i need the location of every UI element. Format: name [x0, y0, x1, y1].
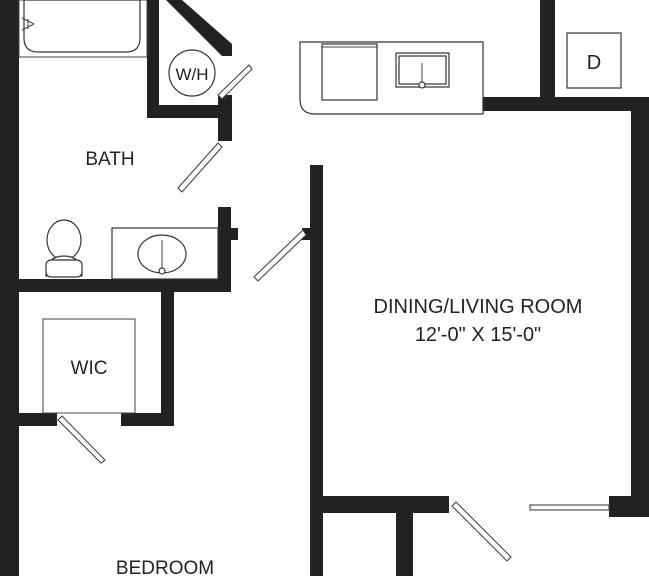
dryer-label: D [587, 52, 601, 74]
wh-closet-door [217, 64, 253, 100]
bath-right-stub [218, 228, 238, 240]
lower-horizontal-wall [323, 496, 449, 513]
bath-door-upper-jamb [218, 95, 232, 141]
bath-vanity [111, 227, 219, 280]
room-label-dining-living: DINING/LIVING ROOM [374, 296, 583, 318]
bathtub [18, 0, 148, 58]
wh-closet-diagonal-wall [166, 0, 232, 56]
dryer: D [566, 32, 622, 89]
center-partition-wall [310, 165, 323, 576]
water-heater: W/H [168, 49, 216, 97]
center-partition-stub [302, 228, 323, 240]
wic-bottom-wall-left [19, 413, 57, 426]
room-label-bath: BATH [85, 149, 134, 170]
wic-right-wall [161, 292, 174, 426]
wh-closet-left-wall [147, 0, 159, 118]
room-size-dining-living: 12'-0" X 15'-0" [415, 324, 541, 346]
kitchen-counter [299, 41, 484, 115]
wic-bottom-wall-right [121, 413, 174, 426]
laundry-left-wall [540, 0, 555, 100]
wh-closet-bottom-wall [147, 105, 221, 118]
lower-vertical-wall [396, 513, 413, 576]
left-outer-wall [0, 0, 19, 576]
room-label-wic: WIC [71, 358, 108, 379]
laundry-bottom-wall [483, 97, 649, 111]
room-label-bedroom: BEDROOM [116, 558, 214, 576]
bath-door [177, 142, 223, 193]
entry-door [529, 504, 610, 511]
wic-shelf-outline [42, 318, 136, 414]
wic-door [57, 415, 106, 464]
right-outer-wall-foot [609, 496, 649, 517]
doors [57, 64, 610, 562]
center-door [253, 229, 307, 282]
bath-bottom-wall [19, 279, 231, 292]
right-outer-wall [631, 97, 649, 517]
toilet [45, 219, 83, 278]
lower-door [451, 501, 512, 562]
water-heater-label: W/H [175, 65, 208, 84]
